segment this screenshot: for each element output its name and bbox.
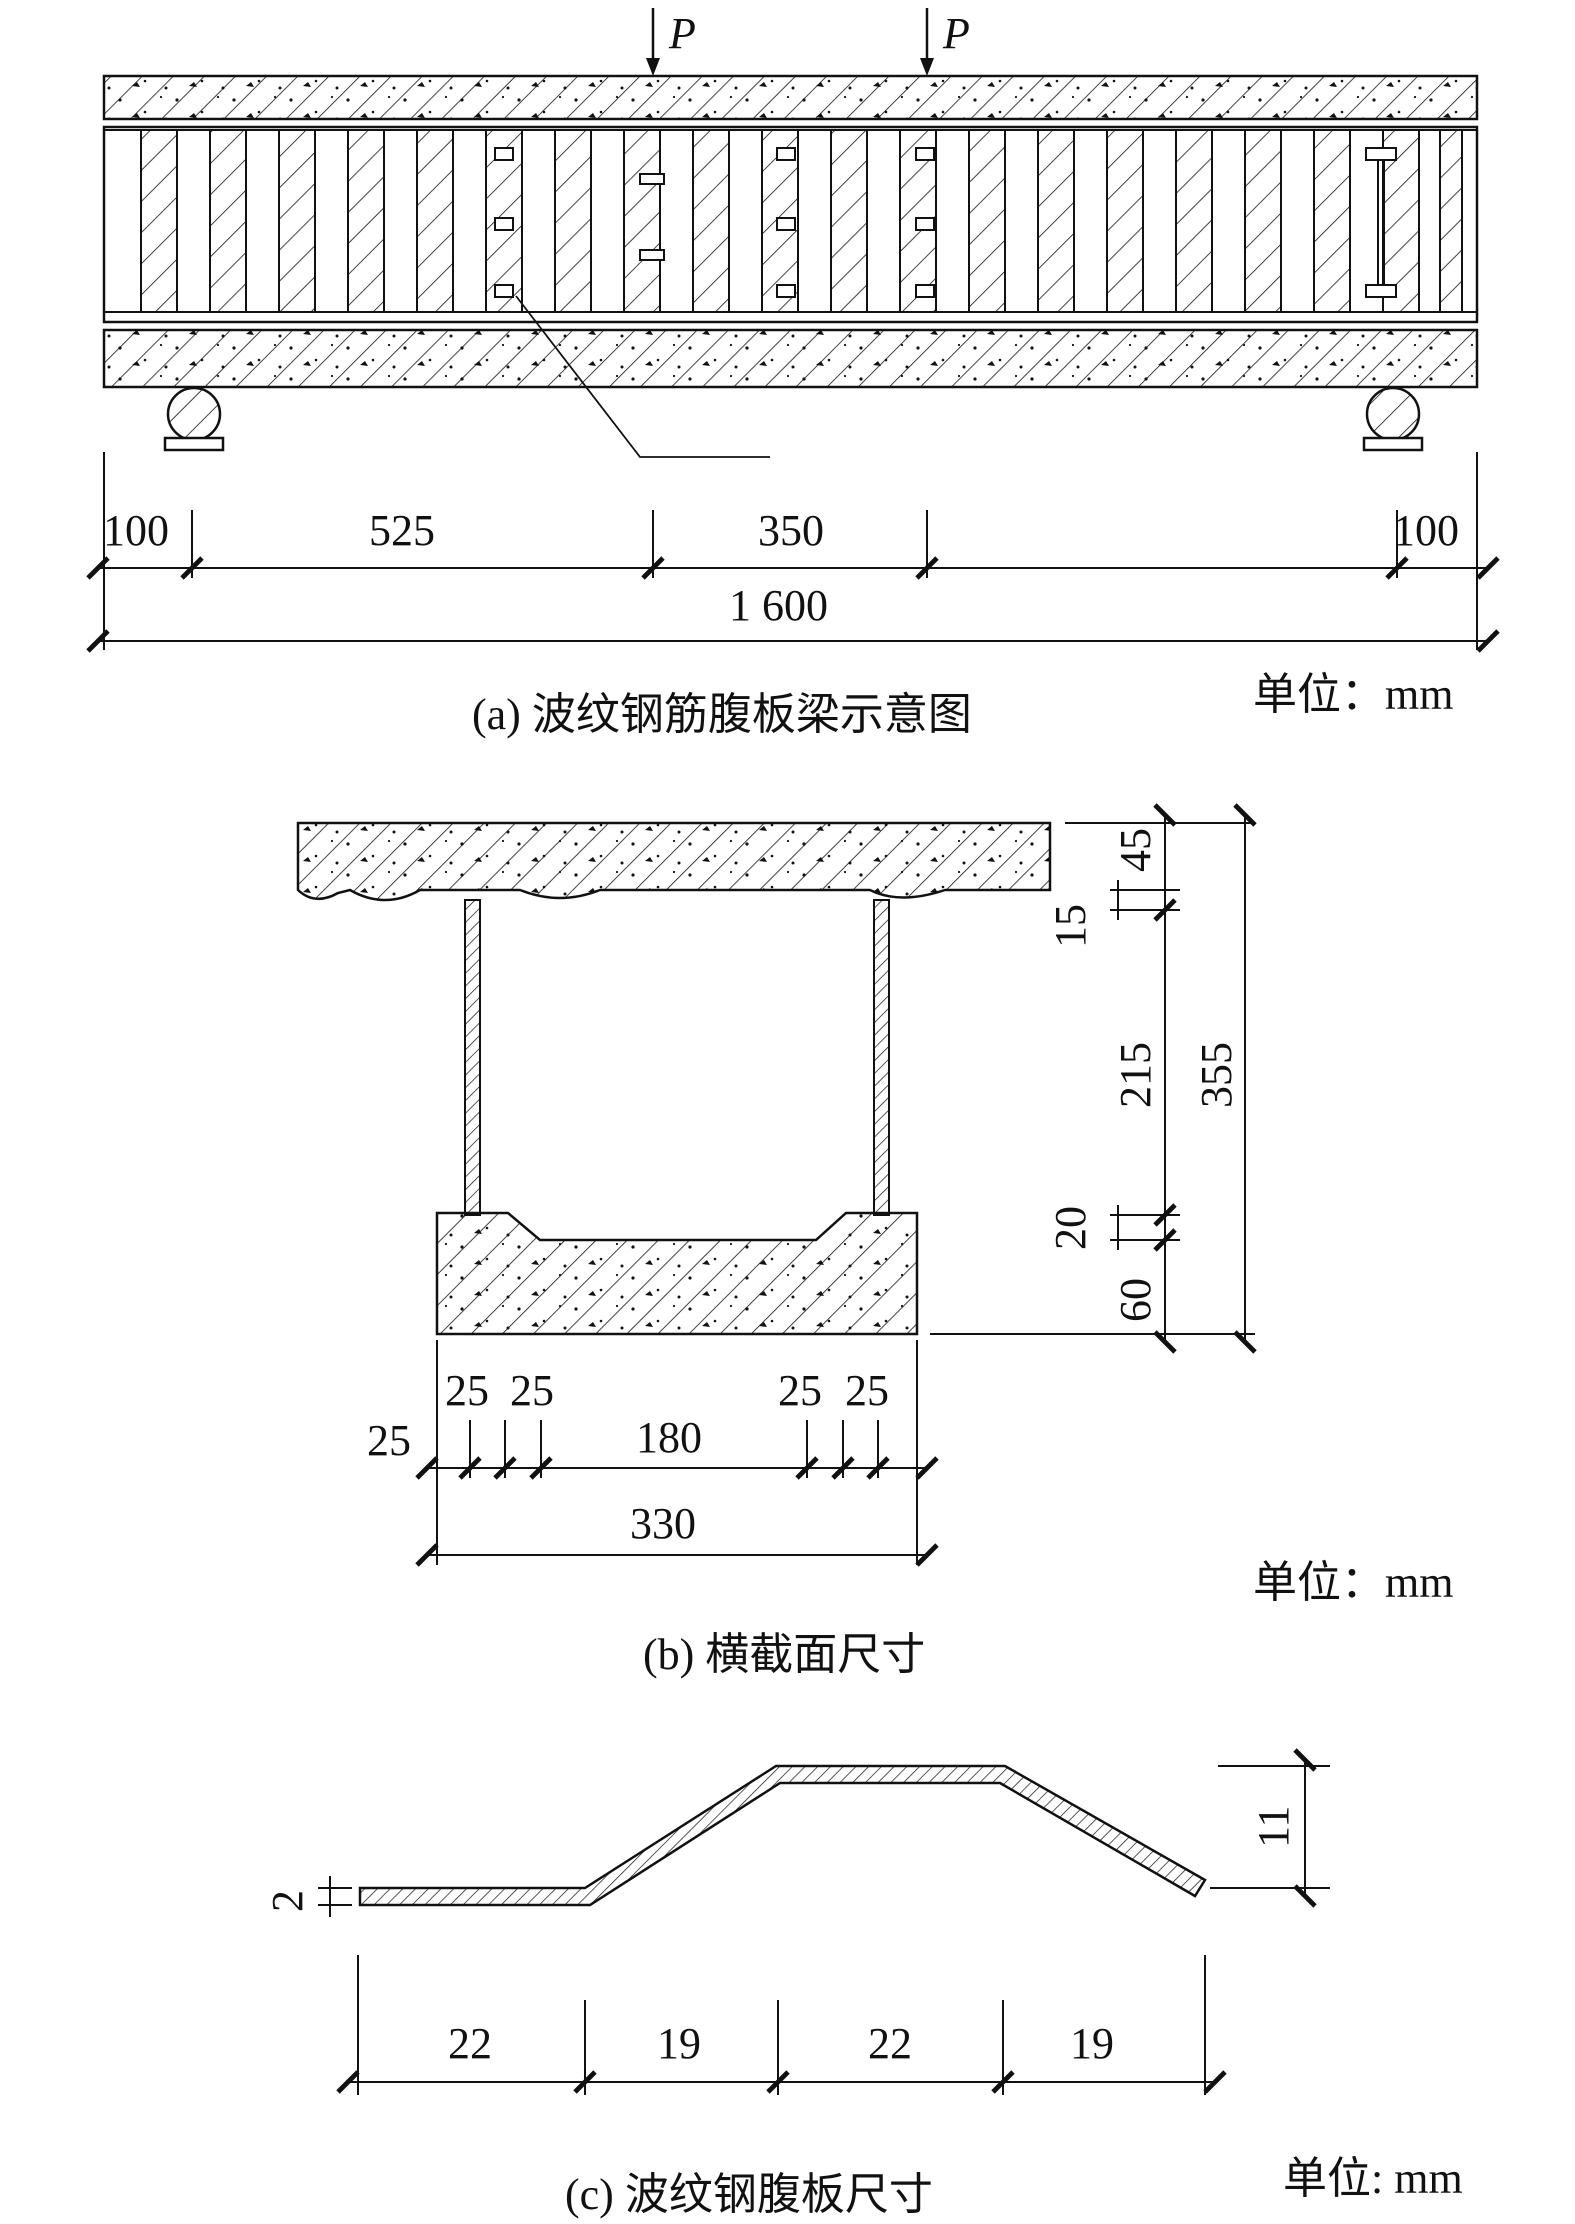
dim-top-haunch: 15	[1046, 904, 1095, 948]
dim-web-height: 215	[1111, 1042, 1160, 1108]
dim-thickness: 2	[263, 1890, 312, 1912]
dim-pure-bending: 350	[758, 506, 824, 555]
dim-bottom-haunch: 20	[1046, 1206, 1095, 1250]
right-web	[873, 899, 890, 1216]
beam-elevation: P P	[102, 8, 1479, 458]
dim-shear-span: 525	[369, 506, 435, 555]
dim-flat-1: 22	[448, 2019, 492, 2068]
load-arrow-right: P	[920, 8, 970, 76]
dim-haunch-l1: 25	[445, 1366, 489, 1415]
unit-label-a: 单位：mm	[1253, 670, 1454, 719]
corrugated-web-profile	[358, 1764, 1207, 1907]
dim-haunch-r1: 25	[778, 1366, 822, 1415]
dim-incline-2: 19	[1070, 2019, 1114, 2068]
cross-section	[296, 821, 1052, 1336]
dim-haunch-r2: 25	[845, 1366, 889, 1415]
dimensions-b-vertical	[930, 803, 1257, 1354]
dim-bottom-flange: 60	[1111, 1278, 1160, 1322]
load-label: P	[942, 9, 970, 58]
corrugated-folds	[140, 129, 1463, 313]
left-web	[464, 899, 481, 1216]
dim-total-height: 355	[1192, 1042, 1241, 1108]
dimensions-b-horizontal	[415, 1340, 939, 1567]
dim-haunch-l2: 25	[510, 1366, 554, 1415]
dim-edge-left: 25	[367, 1416, 411, 1465]
dim-amplitude: 11	[1249, 1806, 1298, 1848]
dim-top-flange: 45	[1111, 828, 1160, 872]
dim-right-overhang: 100	[1393, 506, 1459, 555]
unit-label-b: 单位：mm	[1253, 1558, 1454, 1607]
dim-clear-width: 180	[636, 1413, 702, 1462]
left-support	[163, 386, 225, 452]
unit-label-c: 单位: mm	[1283, 2154, 1463, 2203]
dim-left-overhang: 100	[103, 506, 169, 555]
caption-a: (a) 波纹钢筋腹板梁示意图	[472, 690, 972, 739]
dim-total-width: 330	[630, 1499, 696, 1548]
dim-total-length: 1 600	[729, 581, 828, 630]
right-support	[1362, 386, 1424, 452]
dimensions-a	[86, 452, 1500, 653]
caption-c: (c) 波纹钢腹板尺寸	[565, 2170, 933, 2219]
dim-incline-1: 19	[657, 2019, 701, 2068]
dimensions-c	[318, 1748, 1330, 2095]
caption-b: (b) 横截面尺寸	[643, 1630, 926, 1679]
dim-flat-2: 22	[868, 2019, 912, 2068]
strain-gauges	[494, 147, 1397, 298]
load-label: P	[668, 9, 696, 58]
load-arrow-left: P	[646, 8, 696, 76]
